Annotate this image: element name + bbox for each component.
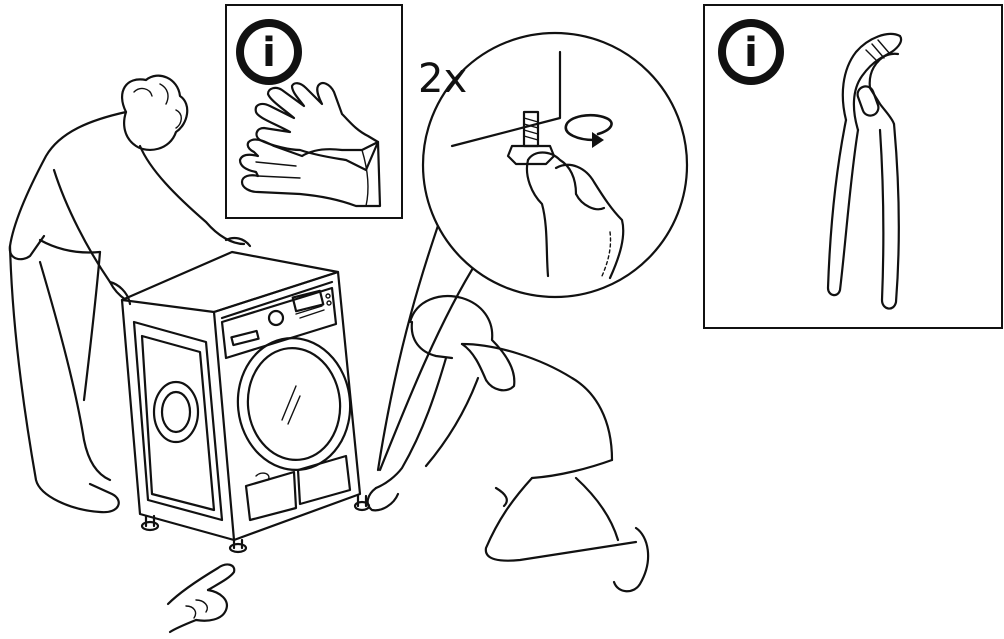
person-tilting-machine — [10, 76, 250, 513]
person-adjusting-foot — [368, 296, 648, 591]
quantity-label: 2x — [418, 56, 467, 102]
pointing-hand-icon — [168, 565, 234, 632]
washing-machine — [122, 252, 369, 552]
pliers-info-panel: i — [704, 5, 1002, 328]
info-icon: i — [718, 19, 784, 85]
detail-callout: 2x — [378, 33, 687, 470]
info-glyph: i — [744, 30, 758, 76]
gloves-info-panel: i — [226, 5, 402, 218]
info-glyph: i — [262, 30, 276, 76]
info-icon: i — [236, 19, 302, 85]
